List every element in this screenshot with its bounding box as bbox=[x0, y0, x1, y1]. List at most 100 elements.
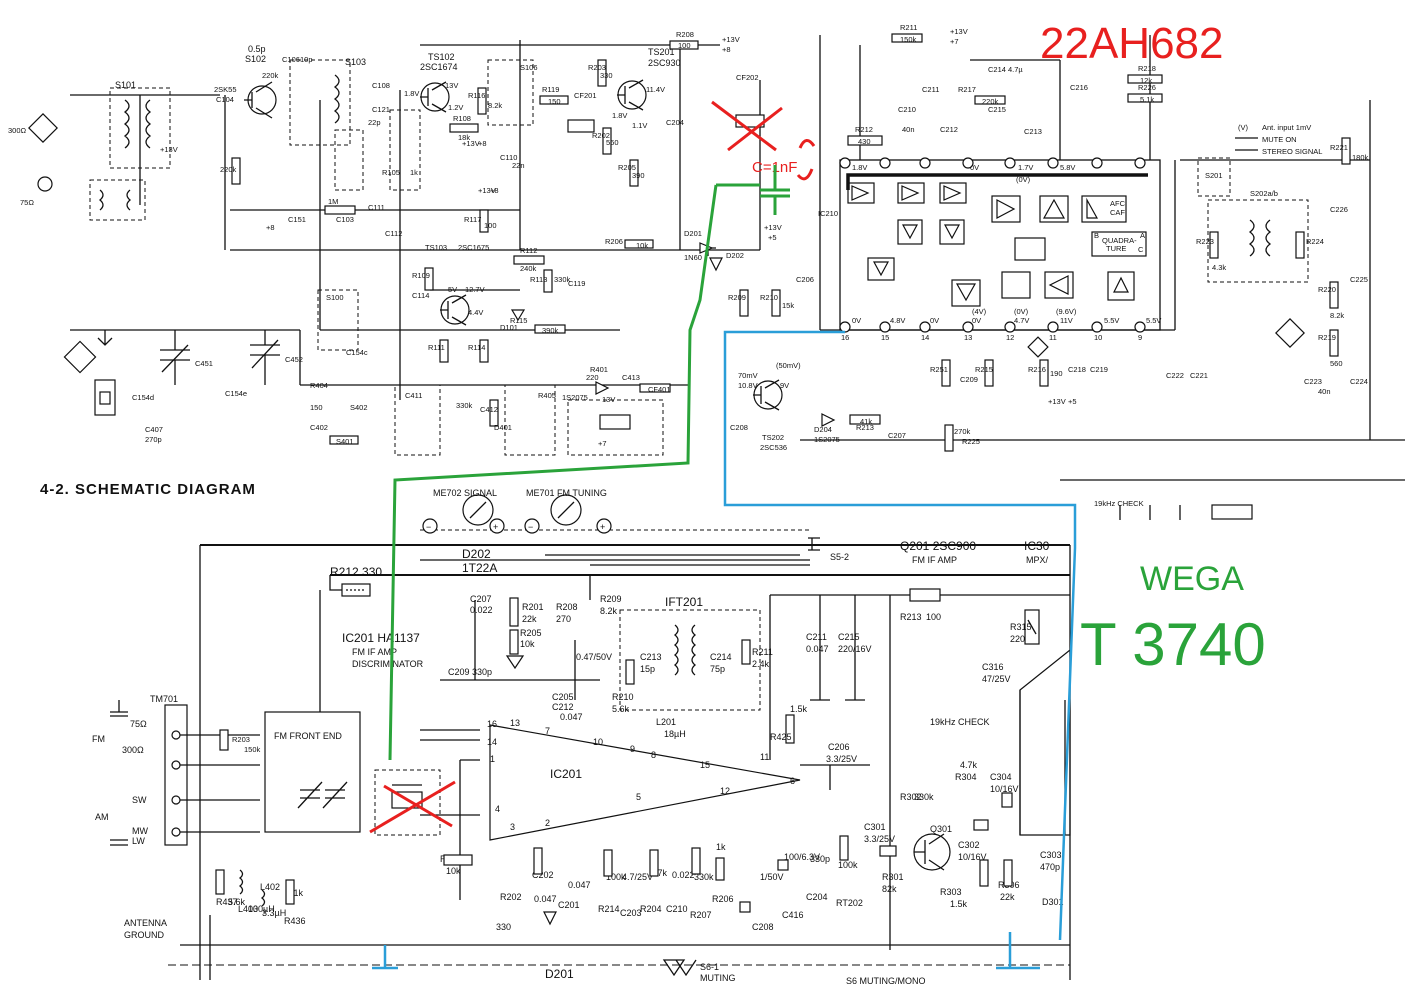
label: FM bbox=[92, 734, 105, 744]
label: 3.3/25V bbox=[864, 834, 895, 844]
label: C416 bbox=[782, 910, 804, 920]
label: 0V bbox=[970, 163, 979, 172]
label: 190 bbox=[1050, 369, 1063, 378]
label: R437 bbox=[216, 897, 238, 907]
label: C451 bbox=[195, 359, 213, 368]
label: +7 bbox=[950, 37, 959, 46]
label: 13V bbox=[445, 81, 458, 90]
label: C108 bbox=[372, 81, 390, 90]
label: +13V bbox=[722, 35, 740, 44]
label: 4.4V bbox=[468, 308, 483, 317]
label: 13 bbox=[964, 333, 972, 342]
pin: 11 bbox=[760, 752, 769, 762]
ic210-header: R211 150k +13V +7 R212 430 C210 40n C211… bbox=[818, 23, 1163, 218]
label: C211 bbox=[806, 632, 827, 642]
minus-sign: − bbox=[426, 522, 431, 532]
label: R223 bbox=[1196, 237, 1214, 246]
label: R404 bbox=[310, 381, 328, 390]
label: C207 bbox=[888, 431, 906, 440]
label: C209 330p bbox=[448, 667, 492, 677]
label: LW bbox=[132, 836, 145, 846]
label: 40n bbox=[1318, 387, 1331, 396]
label: +13V bbox=[1048, 397, 1066, 406]
label: R113 bbox=[530, 275, 547, 284]
label: 3.3µH bbox=[262, 908, 286, 918]
label: L403 bbox=[238, 904, 258, 914]
label: 5.6k bbox=[228, 897, 246, 907]
label: 4.7/25V bbox=[622, 872, 653, 882]
label: R206 bbox=[712, 894, 734, 904]
label: 220k bbox=[262, 71, 279, 80]
label: S101 bbox=[115, 80, 136, 90]
label: 330k bbox=[554, 275, 571, 284]
label: 1S2075 bbox=[562, 393, 588, 402]
label: 47/25V bbox=[982, 674, 1011, 684]
front-end-passives: 220k 1M C103 C111 +8 C151 C112 +13V 22p bbox=[160, 118, 402, 238]
c304-strip: 19kHz CHECK bbox=[1094, 499, 1253, 520]
label: D401 bbox=[494, 423, 512, 432]
label: 18k bbox=[458, 133, 470, 142]
label: 2.4k bbox=[752, 659, 770, 669]
label: R401 bbox=[590, 365, 608, 374]
label: 2SK55 bbox=[214, 85, 237, 94]
label: +13V bbox=[462, 139, 480, 148]
label: C213 bbox=[1024, 127, 1042, 136]
label: R205 bbox=[618, 163, 636, 172]
label: R114 bbox=[468, 343, 485, 352]
pin: 3 bbox=[510, 822, 515, 832]
label: S6 MUTING/MONO bbox=[846, 976, 926, 986]
hand-annotations: 22AH682 C=1nF WEGA T 3740 bbox=[369, 19, 1266, 970]
label: 22k bbox=[522, 614, 537, 624]
transistor-ts103: TS103 2SC1675 R112 240k R113 330k C119 R… bbox=[317, 243, 585, 363]
label: AFC bbox=[1110, 199, 1126, 208]
label: 330 bbox=[600, 71, 613, 80]
label: 100k bbox=[838, 860, 858, 870]
label: R119 bbox=[542, 85, 559, 94]
label: TS102 bbox=[428, 52, 455, 62]
bottom-schematic: ME702 SIGNAL − + ME701 FM TUNING − + D20… bbox=[92, 488, 1071, 986]
pin: 13 bbox=[510, 718, 520, 728]
label: 1N60 bbox=[684, 253, 702, 262]
label: R212 bbox=[855, 125, 873, 134]
label: C316 bbox=[982, 662, 1004, 672]
label: 75Ω bbox=[20, 198, 34, 207]
label: R225 bbox=[962, 437, 980, 446]
brand-annotation: WEGA bbox=[1140, 560, 1244, 598]
label: C111 bbox=[368, 203, 385, 212]
label: 100 bbox=[926, 612, 941, 622]
label: R220 bbox=[1318, 285, 1336, 294]
label: R208 bbox=[556, 602, 578, 612]
label: R315 bbox=[1010, 622, 1032, 632]
coil-s102: S103 C108 C121 bbox=[289, 57, 390, 146]
label: R116 bbox=[468, 91, 485, 100]
label: +8 bbox=[490, 186, 499, 195]
label: 2SC930 bbox=[648, 58, 681, 68]
pin: 9 bbox=[630, 744, 635, 754]
label: 300Ω bbox=[122, 745, 144, 755]
mid-components: R425 1.5k C206 3.3/25V C211 0.047 C215 2… bbox=[770, 588, 941, 950]
label: 220 bbox=[1010, 634, 1025, 644]
label: 14 bbox=[921, 333, 929, 342]
label: (0V) bbox=[1016, 175, 1031, 184]
label: 5.8V bbox=[1060, 163, 1075, 172]
pin: 10 bbox=[593, 737, 603, 747]
label: 10k bbox=[446, 866, 461, 876]
label: R204 bbox=[640, 904, 662, 914]
label: C201 bbox=[558, 900, 580, 910]
label: 12k bbox=[1140, 76, 1152, 85]
label: D202 bbox=[726, 251, 744, 260]
label: 330k bbox=[694, 872, 714, 882]
pin: 12 bbox=[720, 786, 730, 796]
label: 5.6k bbox=[612, 704, 630, 714]
label: 75Ω bbox=[130, 719, 147, 729]
label: C208 bbox=[752, 922, 774, 932]
label: R302 bbox=[900, 792, 922, 802]
label: 22p bbox=[368, 118, 381, 127]
label: C214 bbox=[710, 652, 732, 662]
label: C218 bbox=[1068, 365, 1086, 374]
label: 100 bbox=[678, 41, 691, 50]
label: GROUND bbox=[124, 930, 164, 940]
label: RT202 bbox=[836, 898, 863, 908]
label: R303 bbox=[940, 887, 962, 897]
